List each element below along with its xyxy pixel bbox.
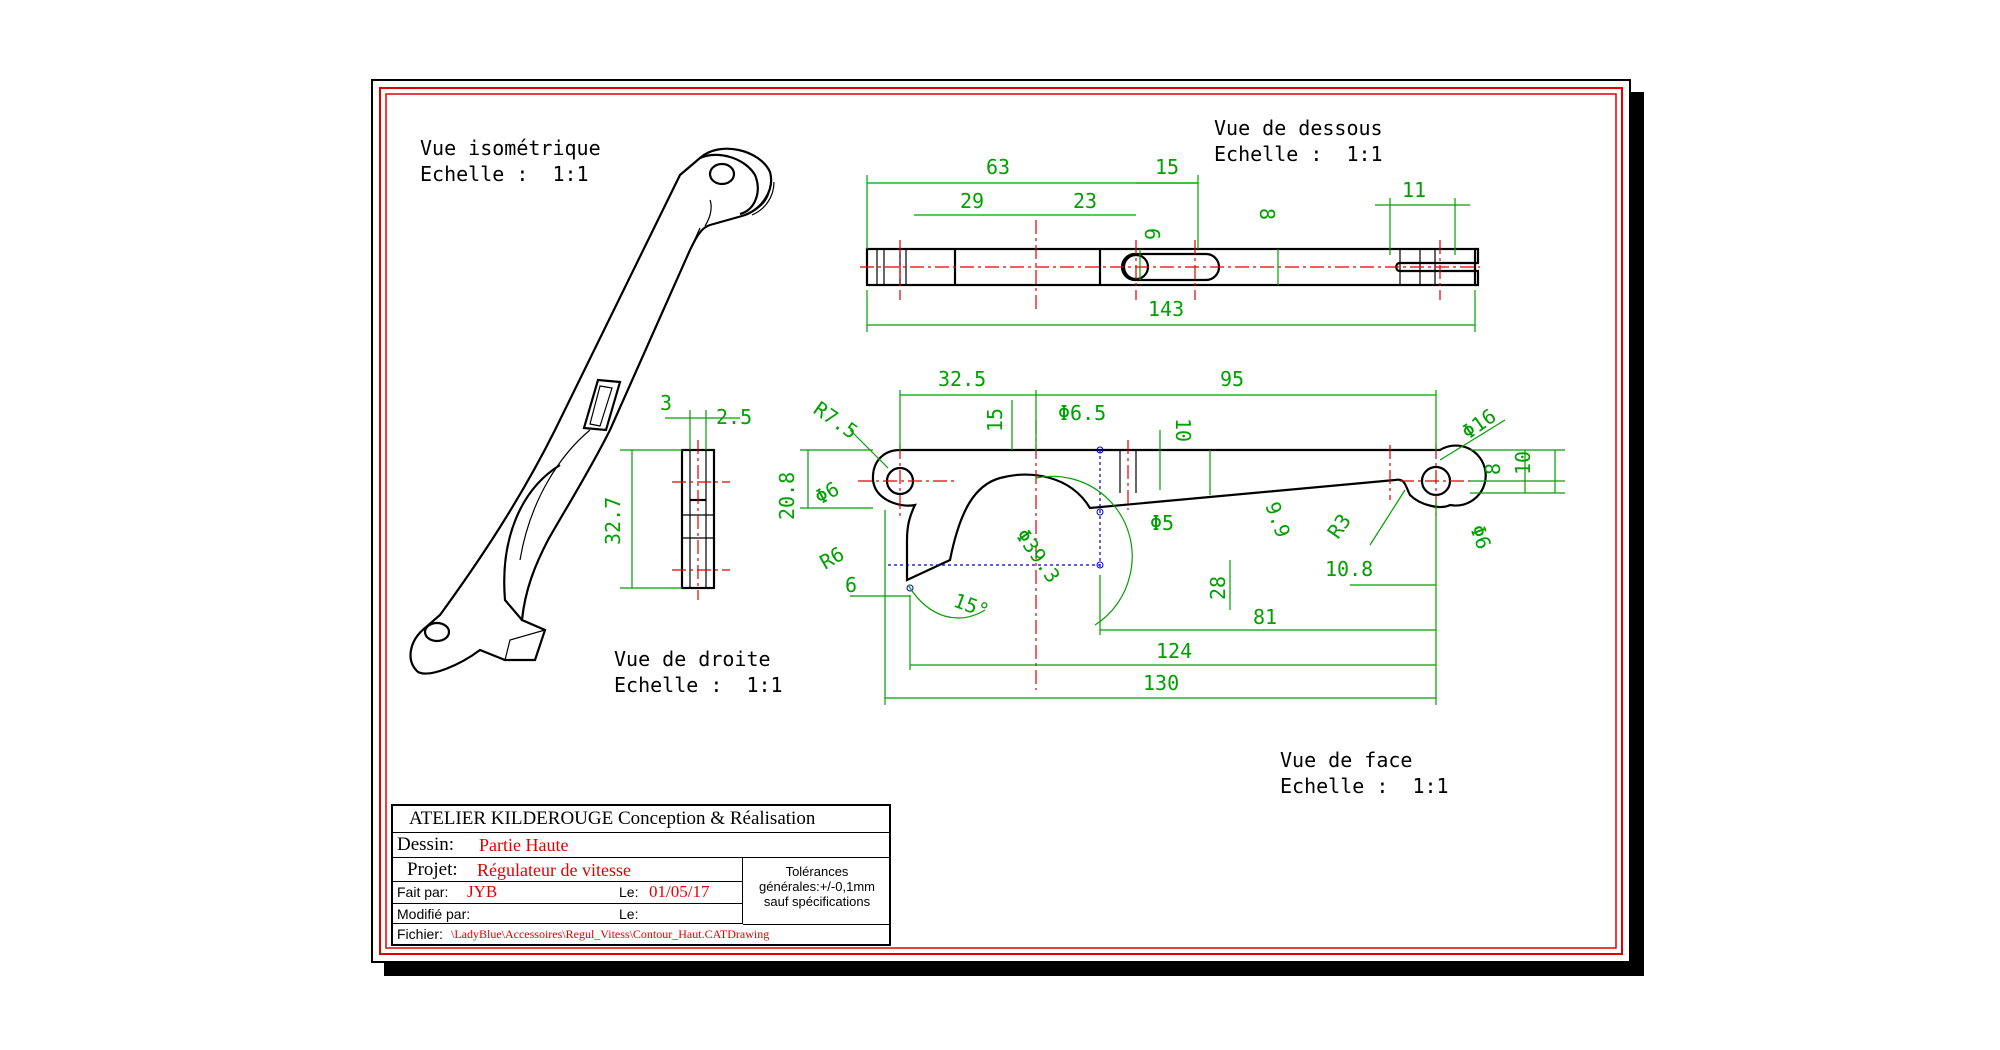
right-view: 3 2.5 32.7 [601,391,752,600]
front-dim-r6: R6 [816,541,849,574]
front-dim-28: 28 [1206,576,1230,600]
front-dim-phi6: Φ6 [811,476,844,509]
front-dim-10: 10 [1171,418,1195,442]
bottom-view: 63 15 29 23 6 8 11 143 [860,155,1480,332]
tb-modifie-row: Modifié par: Le: [393,904,743,924]
front-dim-phi39-3: Φ39.3 [1011,524,1065,587]
bottom-dim-23: 23 [1073,189,1097,213]
bottom-dim-6: 6 [1140,228,1164,240]
bottom-dim-29: 29 [960,189,984,213]
front-dim-10b: 10 [1511,451,1535,475]
tb-dessin-value: Partie Haute [479,835,569,855]
front-view: 32.5 95 R7.5 15 Φ6.5 10 Φ16 8 10 20.8 Φ6… [775,367,1565,705]
front-dim-10-8: 10.8 [1325,557,1373,581]
front-dim-phi16: Φ16 [1457,404,1500,444]
front-dim-8: 8 [1481,463,1505,475]
front-dim-15: 15 [983,408,1007,432]
front-dim-32-5: 32.5 [938,367,986,391]
bottom-dim-15: 15 [1155,155,1179,179]
iso-view-title: Vue isométrique [420,136,601,160]
front-dim-20-8: 20.8 [775,472,799,520]
tb-tolerance-2: générales:+/-0,1mm [759,879,875,894]
tb-company: ATELIER KILDEROUGE Conception & Réalisat… [409,808,816,829]
iso-slot-inner [589,385,613,427]
tb-fait-value: JYB [467,882,498,901]
iso-bottom-hole [423,621,451,643]
tb-company-row: ATELIER KILDEROUGE Conception & Réalisat… [393,806,889,833]
tb-le2-label: Le: [619,906,639,922]
iso-view-scale: Echelle : 1:1 [420,162,589,186]
iso-web-lines [689,199,712,251]
tb-fichier-row: Fichier: \LadyBlue\Accessoires\Regul_Vit… [393,924,889,944]
tb-dessin-label: Dessin: [397,834,454,855]
iso-outline [409,147,773,675]
front-dim-6: 6 [845,573,857,597]
tb-le-value: 01/05/17 [649,882,710,901]
tb-projet-value: Régulateur de vitesse [477,860,631,880]
front-dim-9-9: 9.9 [1260,499,1295,541]
front-dim-130: 130 [1143,671,1179,695]
bottom-dim-143: 143 [1148,297,1184,321]
tb-projet-label: Projet: [407,859,458,880]
iso-slot [582,378,622,432]
bottom-dim-63: 63 [986,155,1010,179]
iso-arc-cutout [503,464,561,621]
tb-fait-label: Fait par: [397,884,449,900]
right-dim-3: 3 [660,391,672,415]
front-view-scale: Echelle : 1:1 [1280,774,1449,798]
tb-modifie-label: Modifié par: [397,906,471,922]
tb-tolerance: Tolérances générales:+/-0,1mm sauf spéci… [745,864,889,909]
iso-top-boss [699,153,759,216]
iso-boss-rings [741,181,775,217]
title-block: ATELIER KILDEROUGE Conception & Réalisat… [391,804,891,946]
front-dim-r7-5: R7.5 [809,396,862,443]
tb-projet-row: Projet: Régulateur de vitesse [393,858,743,882]
front-dim-81: 81 [1253,605,1277,629]
iso-bottom-step [504,629,546,661]
front-angle-arc [907,584,986,619]
iso-top-hole [708,162,736,186]
tb-tolerance-1: Tolérances [785,864,849,879]
front-dim-phi6b: Φ6 [1465,522,1496,553]
front-dim-phi6-5: Φ6.5 [1058,401,1106,425]
front-dim-124: 124 [1156,639,1192,663]
tb-le-label: Le: [619,884,639,900]
isometric-view [409,147,775,675]
right-view-scale: Echelle : 1:1 [614,673,783,697]
bottom-dim-11: 11 [1402,178,1426,202]
bottom-view-title: Vue de dessous [1214,116,1383,140]
front-dim-r3: R3 [1322,509,1355,543]
right-dim-32-7: 32.7 [601,497,625,545]
tb-tol-divider [743,924,889,925]
front-view-title: Vue de face [1280,748,1413,772]
outer-red-frame [379,87,1623,955]
right-view-title: Vue de droite [614,647,771,671]
front-dim-95: 95 [1220,367,1244,391]
tb-fichier-label: Fichier: [397,926,443,942]
bottom-view-scale: Echelle : 1:1 [1214,142,1383,166]
iso-arc-inner [519,429,591,561]
bottom-dim-8: 8 [1255,208,1279,220]
front-arc-39 [1035,475,1133,626]
right-dim-2-5: 2.5 [716,405,752,429]
inner-red-frame [385,93,1617,949]
front-outline [871,444,1487,582]
tb-tolerance-3: sauf spécifications [763,894,871,909]
tb-fait-row: Fait par: JYB Le: 01/05/17 [393,882,743,904]
front-dim-phi5: Φ5 [1150,511,1174,535]
tb-fichier-value: \LadyBlue\Accessoires\Regul_Vitess\Conto… [451,927,770,941]
tb-dessin-row: Dessin: Partie Haute [393,833,889,858]
